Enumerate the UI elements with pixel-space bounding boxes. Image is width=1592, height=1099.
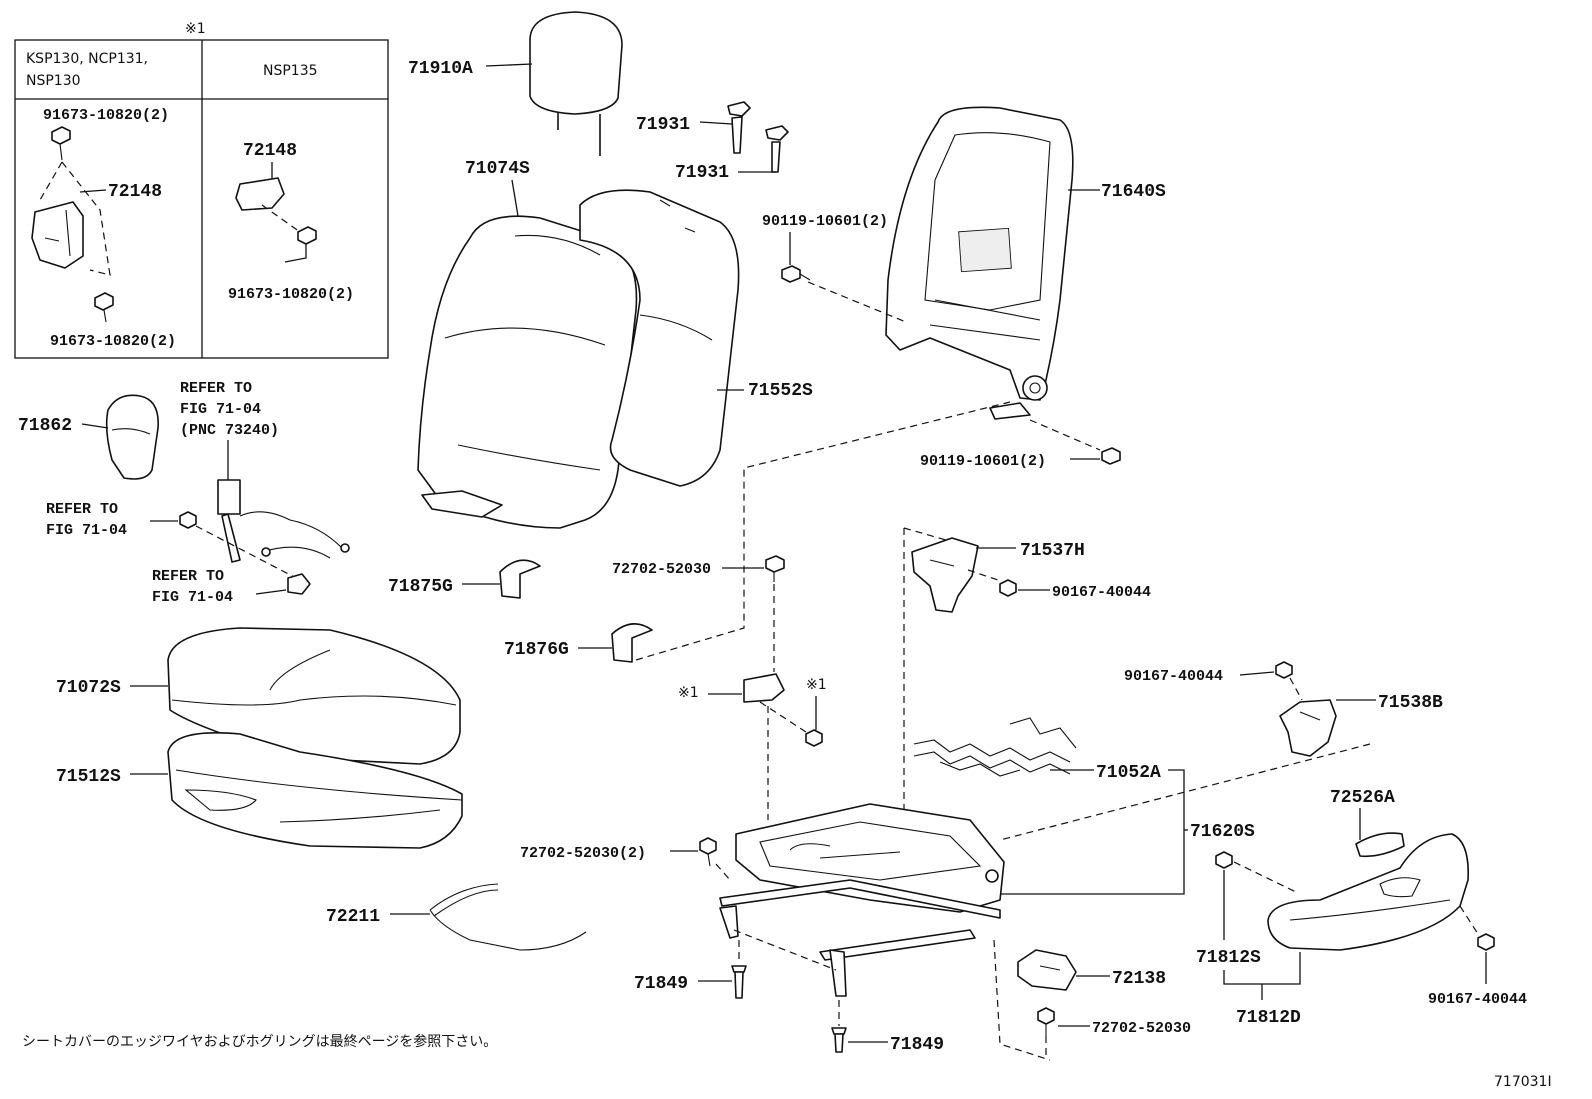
- bolt-90119-a: [781, 265, 811, 283]
- mark-1-b: ※1: [806, 677, 827, 693]
- bolt-90119-b: [1101, 447, 1121, 465]
- label-71910A: 71910A: [408, 59, 473, 79]
- inset-col2-header: NSP135: [263, 63, 318, 79]
- inset-c1-bolt-top-label: 91673-10820(2): [43, 107, 169, 124]
- spring-71052A: [913, 717, 1077, 777]
- inset-col1-line2: NSP130: [26, 73, 81, 89]
- clip-71876G: [611, 623, 653, 663]
- anchor-ref3: [287, 573, 311, 595]
- pin-71849-a: [731, 965, 747, 999]
- inset-c2-bracket-label: 72148: [243, 141, 297, 161]
- screw-90167-c: [1477, 933, 1495, 951]
- bolt-72702-c: [1037, 1007, 1055, 1036]
- label-72526A: 72526A: [1330, 788, 1395, 808]
- inset-c1-bolt-bottom-label: 91673-10820(2): [50, 333, 176, 350]
- label-71074S: 71074S: [465, 159, 530, 179]
- wire-72211: [429, 883, 587, 951]
- ref2-line1: REFER TO: [46, 501, 118, 518]
- inset-c1-bolt-top: [51, 126, 71, 161]
- headrest-71910A: [529, 11, 623, 156]
- inset-table: ※1 KSP130, NCP131, NSP130 NSP135 91673-1…: [14, 21, 389, 359]
- inset-c1-bracket-label: 72148: [108, 182, 162, 202]
- label-72702-b: 72702-52030(2): [520, 845, 646, 862]
- ref3-line2: FIG 71-04: [152, 589, 233, 606]
- nut-ref2: [179, 511, 197, 529]
- label-71849-b: 71849: [890, 1035, 944, 1055]
- label-90167-c: 90167-40044: [1428, 991, 1527, 1008]
- label-72702-a: 72702-52030: [612, 561, 711, 578]
- label-71849-a: 71849: [634, 974, 688, 994]
- pin-71849-b: [831, 1027, 847, 1053]
- label-72702-c: 72702-52030: [1092, 1020, 1191, 1037]
- bracket-mark1: [743, 673, 785, 703]
- label-90167-b: 90167-40044: [1124, 668, 1223, 685]
- seatbelt-buckle: [217, 479, 350, 563]
- label-71931-a: 71931: [636, 115, 690, 135]
- label-71552S: 71552S: [748, 381, 813, 401]
- label-90119-a: 90119-10601(2): [762, 213, 888, 230]
- clip-71875G: [499, 559, 541, 599]
- mark-1-a: ※1: [678, 685, 699, 701]
- ref1-line1: REFER TO: [180, 380, 252, 397]
- figure-id: 717031I: [1494, 1074, 1552, 1090]
- label-71640S: 71640S: [1101, 182, 1166, 202]
- label-90167-a: 90167-40044: [1052, 584, 1151, 601]
- label-72138: 72138: [1112, 969, 1166, 989]
- inset-c2-bolt-label: 91673-10820(2): [228, 286, 354, 303]
- inset-mark: ※1: [185, 21, 206, 37]
- label-71052A: 71052A: [1096, 763, 1161, 783]
- bolt-72702-a: [765, 555, 785, 582]
- bracket-71537H: [911, 537, 979, 613]
- knob-72526A: [1355, 832, 1405, 858]
- label-71862: 71862: [18, 416, 72, 436]
- label-90119-b: 90119-10601(2): [920, 453, 1046, 470]
- inset-c2-bracket: [235, 177, 285, 211]
- bolt-90167-a: [999, 579, 1017, 597]
- bolt-72702-b: [699, 837, 717, 867]
- ref2-line2: FIG 71-04: [46, 522, 127, 539]
- seatback-pad-71552S: [579, 189, 740, 487]
- label-71812D: 71812D: [1236, 1008, 1301, 1028]
- label-71537H: 71537H: [1020, 541, 1085, 561]
- seatback-frame-71640S: [885, 106, 1074, 420]
- inset-c1-bracket: [31, 201, 84, 269]
- bolt-90167-b: [1275, 661, 1293, 679]
- label-71538B: 71538B: [1378, 693, 1443, 713]
- cushion-cover-71072S: [167, 627, 461, 765]
- label-71876G: 71876G: [504, 640, 569, 660]
- label-72211: 72211: [326, 907, 380, 927]
- inset-c2-bolt: [297, 226, 317, 245]
- label-71512S: 71512S: [56, 767, 121, 787]
- label-71620S: 71620S: [1190, 822, 1255, 842]
- cover-71862: [105, 394, 159, 480]
- inset-col1-line1: KSP130, NCP131,: [26, 51, 148, 67]
- ref1-line2: FIG 71-04: [180, 401, 261, 418]
- seat-frame-71620S: [719, 803, 1005, 997]
- screw-71812S: [1215, 851, 1233, 869]
- inset-c1-bolt-bottom: [94, 292, 114, 323]
- ref1-line3: (PNC 73240): [180, 422, 279, 439]
- bolt-mark1: [805, 729, 823, 747]
- footer-note: シートカバーのエッジワイヤおよびホグリングは最終ページを参照下さい。: [22, 1033, 497, 1050]
- seatback-cover-71074S: [417, 215, 638, 529]
- label-71072S: 71072S: [56, 678, 121, 698]
- label-71931-b: 71931: [675, 163, 729, 183]
- side-cover-71812: [1267, 833, 1469, 951]
- ref3-line1: REFER TO: [152, 568, 224, 585]
- label-71875G: 71875G: [388, 577, 453, 597]
- bracket-71538B: [1279, 699, 1337, 757]
- headrest-support-71931: [727, 101, 789, 173]
- cushion-pad-71512S: [167, 732, 463, 849]
- cover-72138: [1017, 949, 1077, 991]
- label-71812S: 71812S: [1196, 948, 1261, 968]
